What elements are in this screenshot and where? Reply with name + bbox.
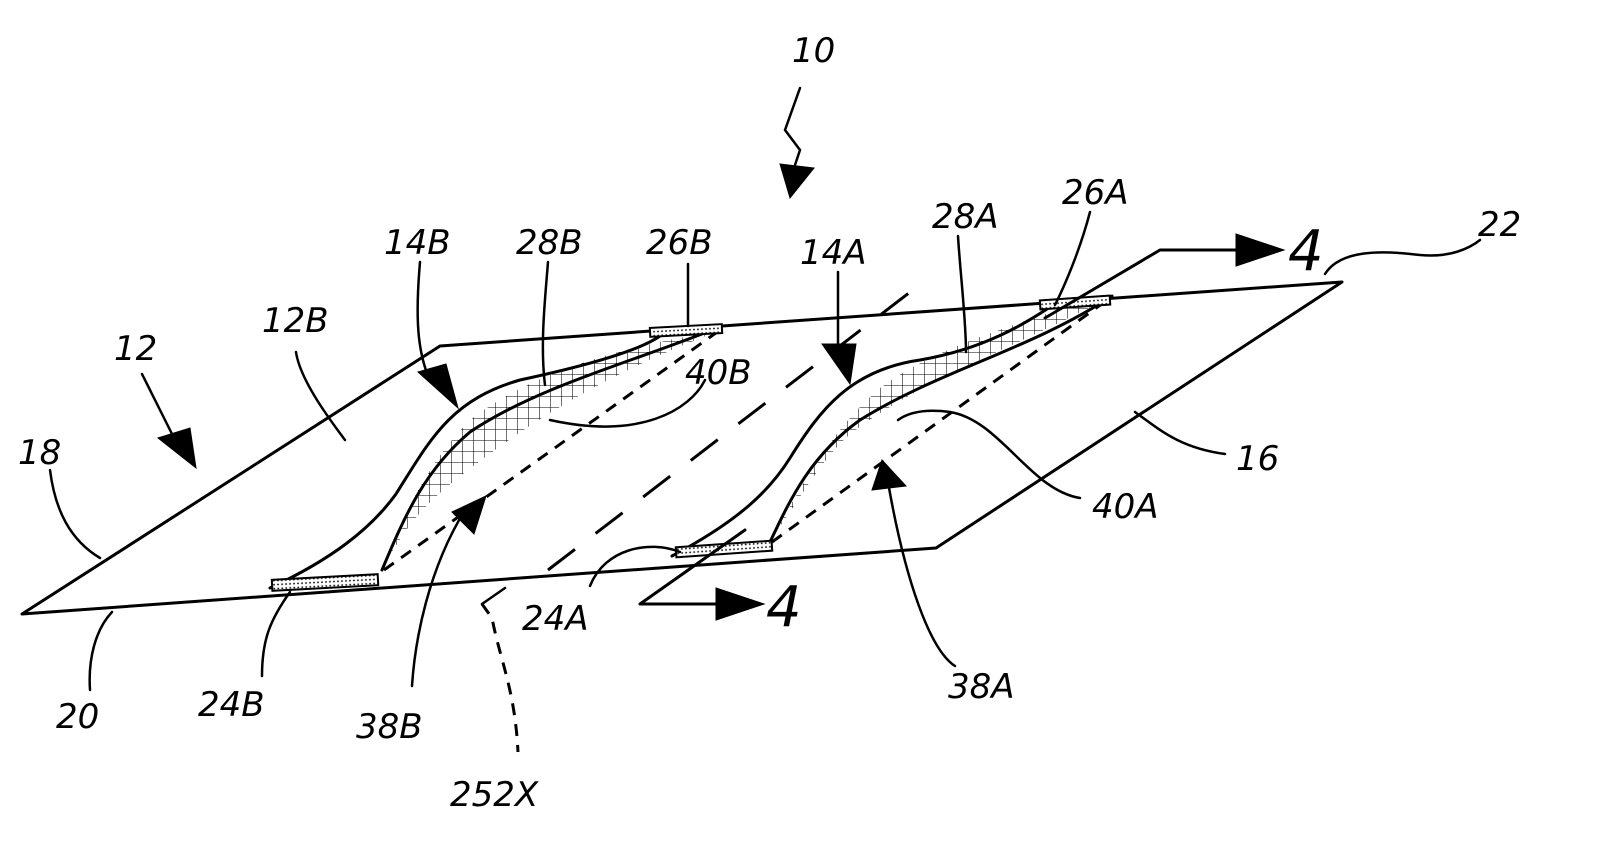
label-18: 18 xyxy=(18,433,61,473)
leader-38b xyxy=(412,510,465,686)
fold-b-inner-curve xyxy=(382,326,722,570)
arrow-14b xyxy=(418,364,458,408)
label-38b: 38B xyxy=(356,707,423,747)
label-section-bottom: 4 xyxy=(766,575,802,640)
label-20: 20 xyxy=(56,697,99,737)
center-dash-line xyxy=(548,286,918,570)
label-10: 10 xyxy=(792,31,835,71)
arrow-12 xyxy=(158,428,196,468)
leader-16 xyxy=(1135,412,1225,454)
label-12b: 12B xyxy=(262,301,329,341)
fold-a-dashed-line xyxy=(772,298,1110,542)
fold-b-dashed-line xyxy=(384,330,720,570)
leader-24b xyxy=(262,592,290,676)
arrow-10 xyxy=(780,164,814,198)
label-26b: 26B xyxy=(646,223,713,263)
leader-38a xyxy=(888,482,955,666)
leader-12b xyxy=(296,352,345,440)
label-38a: 38A xyxy=(948,667,1015,707)
label-26a: 26A xyxy=(1062,173,1129,213)
label-24b: 24B xyxy=(198,685,265,725)
section-arrow-top xyxy=(1236,234,1284,266)
label-24a: 24A xyxy=(522,599,589,639)
strip-26a xyxy=(1040,296,1110,310)
leader-12 xyxy=(142,374,175,440)
leader-40a xyxy=(898,411,1080,498)
label-14b: 14B xyxy=(384,223,451,263)
leader-252x xyxy=(482,604,518,752)
label-22: 22 xyxy=(1478,205,1521,245)
label-section-top: 4 xyxy=(1288,219,1324,284)
label-28a: 28A xyxy=(932,197,999,237)
label-252x: 252X xyxy=(450,775,539,815)
label-16: 16 xyxy=(1236,439,1279,479)
leader-22 xyxy=(1325,240,1480,274)
leader-28a xyxy=(958,236,966,352)
arrow-14a xyxy=(822,344,856,384)
label-12: 12 xyxy=(114,329,157,369)
label-40b: 40B xyxy=(685,353,752,393)
arrow-38b xyxy=(452,496,486,534)
hatched-region-40a xyxy=(770,298,1108,540)
leader-18 xyxy=(50,470,100,558)
leader-28b xyxy=(543,262,548,385)
leader-252x-tick xyxy=(482,588,505,604)
fold-a-inner-curve xyxy=(770,296,1112,542)
section-arrow-bottom xyxy=(716,588,764,620)
leader-20 xyxy=(90,612,112,690)
label-28b: 28B xyxy=(516,223,583,263)
label-14a: 14A xyxy=(800,233,867,273)
leader-26a xyxy=(1055,212,1090,305)
label-40a: 40A xyxy=(1092,487,1159,527)
